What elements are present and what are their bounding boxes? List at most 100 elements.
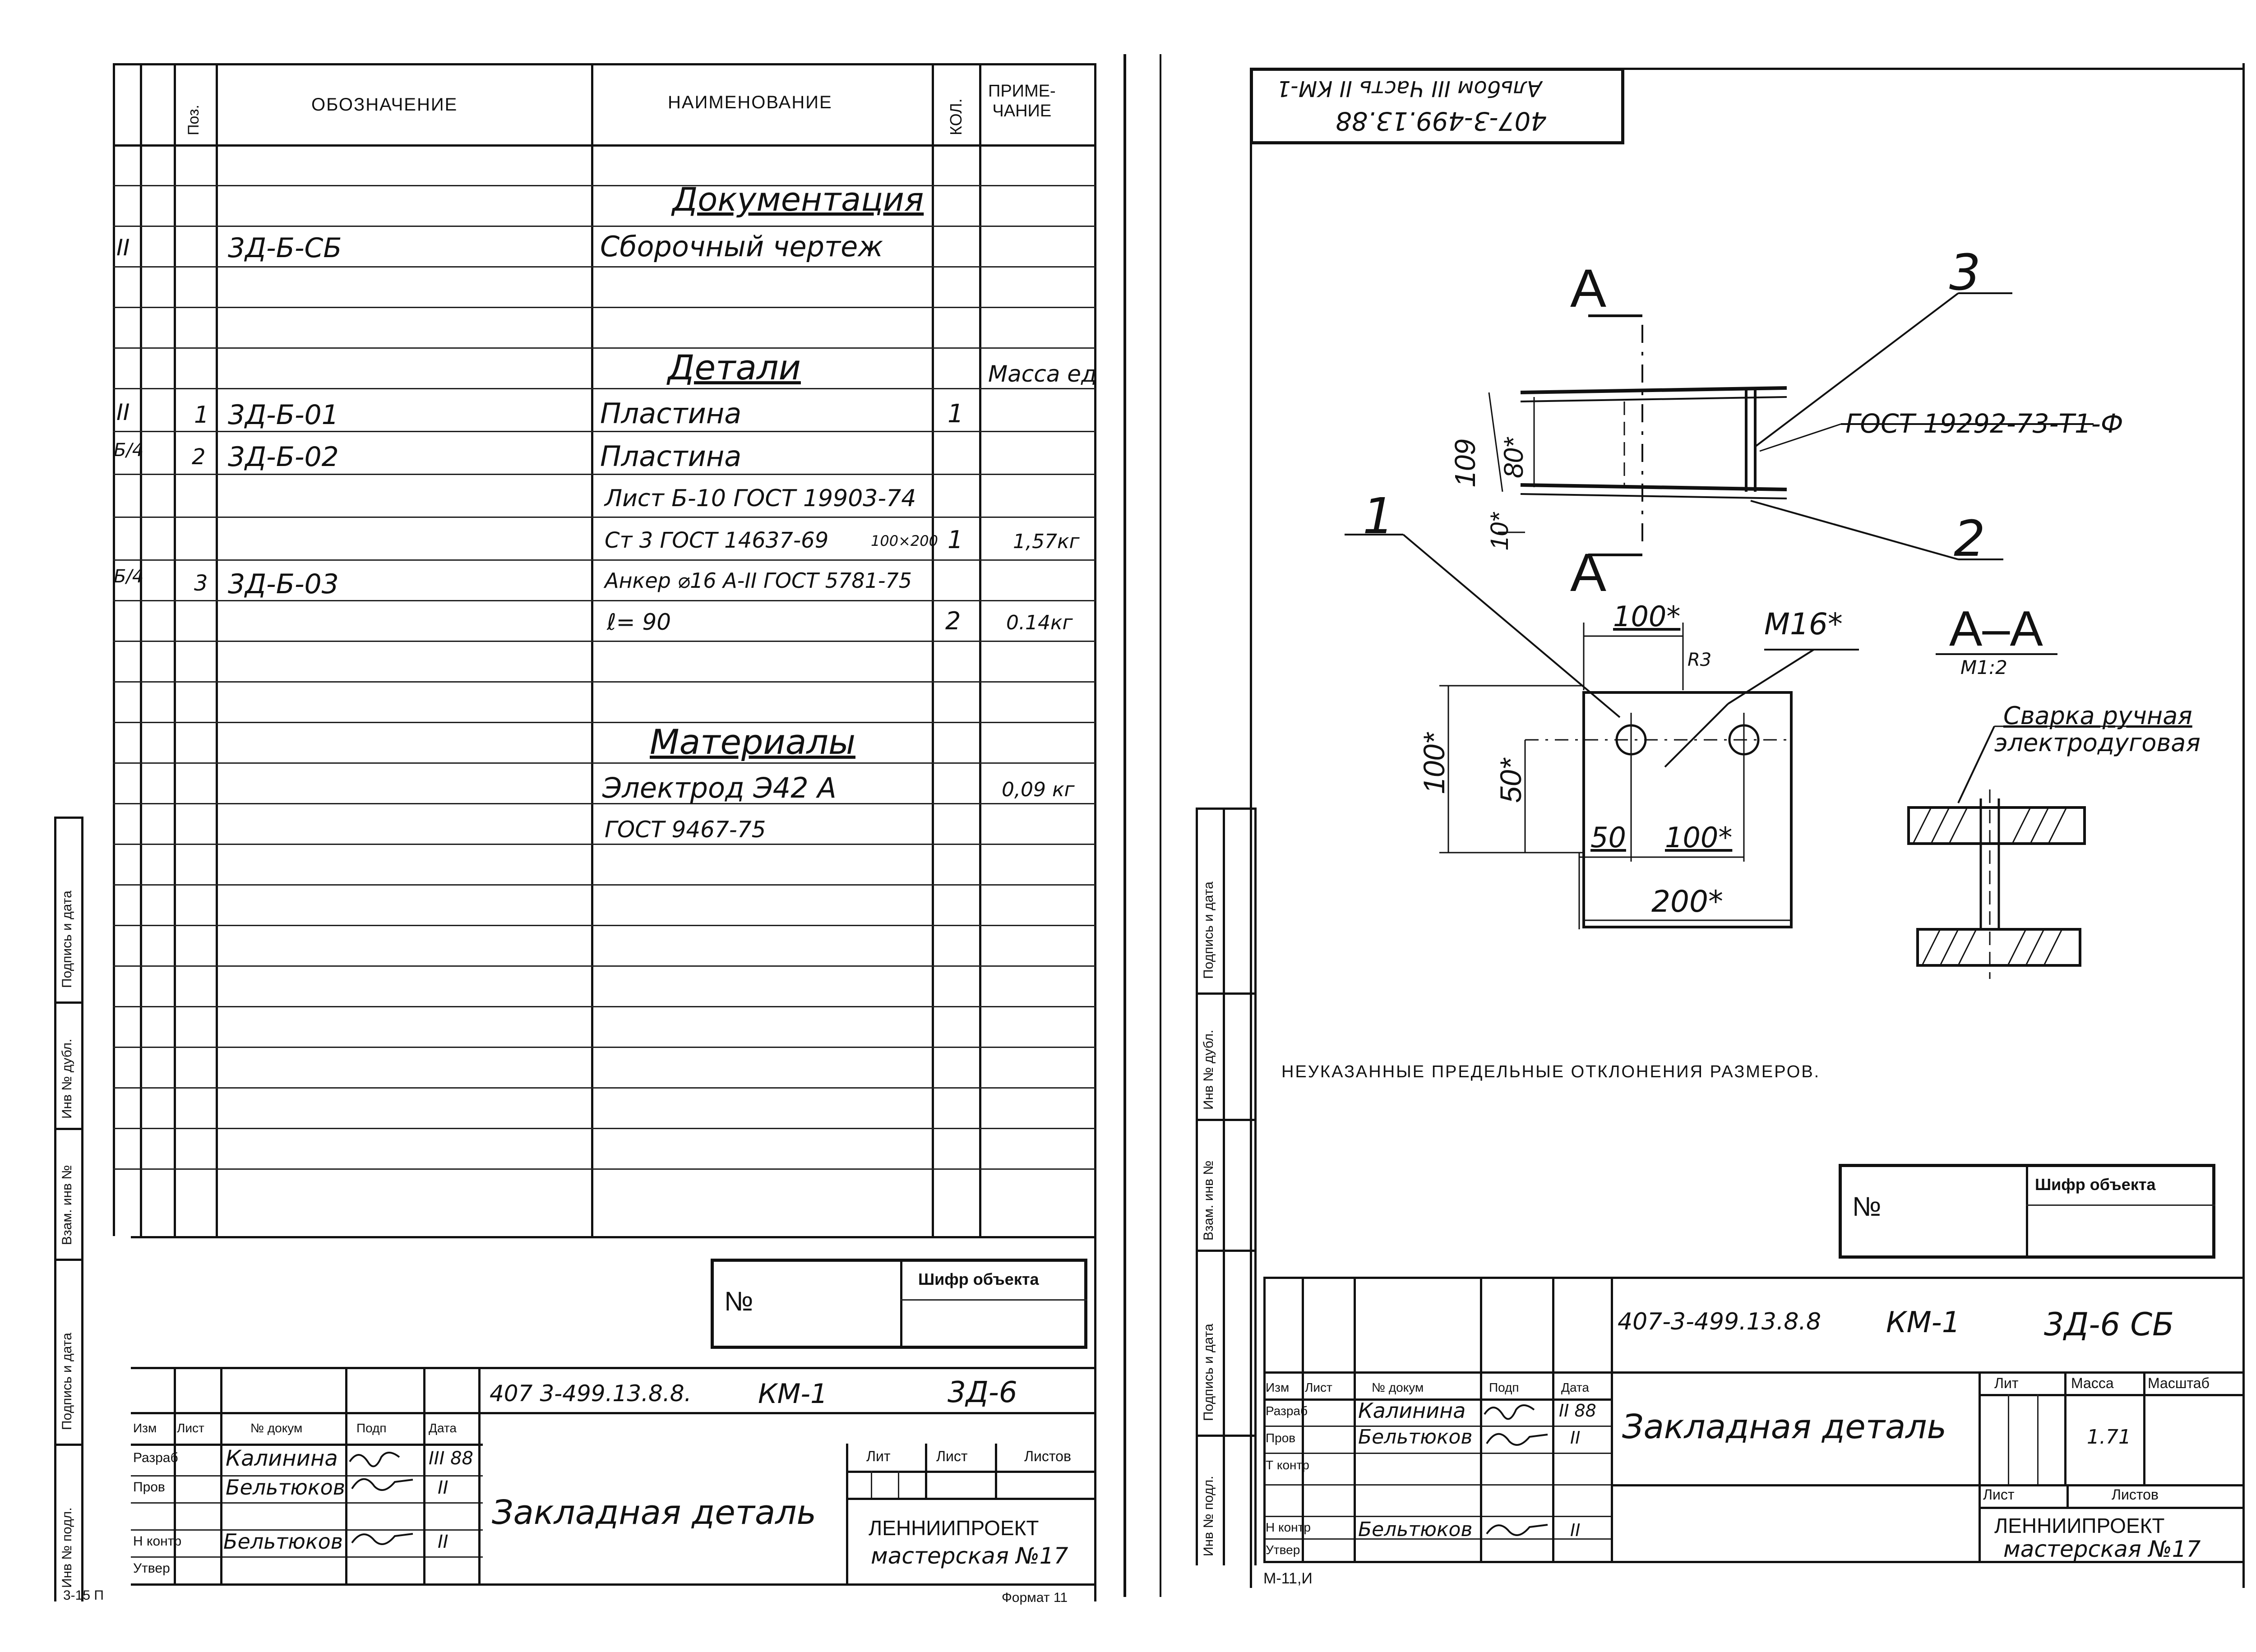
r3-designation: 3Д-Б-03 <box>228 568 339 600</box>
left-tb-lit: Лит <box>866 1448 891 1464</box>
r3-line2: ℓ= 90 <box>607 609 671 635</box>
sheet-divider <box>1123 54 1126 1597</box>
dim-100-bottom-label: 100* <box>1665 821 1733 854</box>
left-tb-role-utv: Утвер <box>133 1561 170 1576</box>
table-col-line <box>591 63 593 1236</box>
header-oboznachenie: ОБОЗНАЧЕНИЕ <box>311 95 458 115</box>
dim-r3-label: R3 <box>1687 650 1712 670</box>
section-a-bottom-label: А <box>1570 542 1607 603</box>
header-primechanie: ПРИМЕ- ЧАНИЕ <box>988 82 1056 120</box>
section-aa-scale: М1:2 <box>1960 656 2007 678</box>
r2-line3: Ст 3 ГОСТ 14637-69 <box>605 528 829 553</box>
r1-name: Пластина <box>600 397 742 430</box>
plate-view <box>1439 623 1859 929</box>
left-tb-org: ЛЕННИИПРОЕКТ <box>869 1516 1039 1540</box>
dim-200-label: 200* <box>1651 884 1723 919</box>
right-tb-name-3: Бельтюков <box>1358 1518 1473 1541</box>
left-tb-name-2: Бельтюков <box>226 1475 345 1500</box>
r2-designation: 3Д-Б-02 <box>228 441 339 473</box>
right-tb-date-3: II <box>1570 1520 1581 1540</box>
r1-designation: 3Д-Б-01 <box>228 399 339 431</box>
m1-mass: 0,09 кг <box>1002 778 1075 801</box>
left-tb-list: Лист <box>936 1448 968 1464</box>
table-col-line <box>174 63 176 1236</box>
m1-name: Электрод Э42 А <box>602 771 837 804</box>
side-view <box>1345 292 2094 718</box>
right-side-label-2: Инв № дубл. <box>1201 1029 1216 1110</box>
r3-name: Анкер ⌀16 А-II ГОСТ 5781-75 <box>605 568 912 593</box>
table-col-line <box>140 63 142 1236</box>
sheet-divider <box>1160 54 1161 1597</box>
weld-note-1: Сварка ручная <box>2003 701 2192 730</box>
section-documentation: Документация <box>672 180 924 218</box>
right-tb-role-razrab: Разраб <box>1266 1404 1308 1418</box>
table-header-line <box>113 144 1096 147</box>
right-side-label-5: Инв № подл. <box>1201 1476 1216 1556</box>
left-number-box <box>711 1259 1087 1349</box>
right-tb-title: Закладная деталь <box>1622 1407 1947 1446</box>
r2-line3-mass: 1,57кг <box>1013 530 1080 553</box>
left-tb-name-1: Калинина <box>226 1446 338 1471</box>
left-tb-date-2: II <box>438 1477 448 1498</box>
r2-line3-size: 100×200 <box>871 532 938 549</box>
r3-qty: 2 <box>945 607 961 635</box>
position-1-label: 1 <box>1363 487 1394 545</box>
r2-name: Пластина <box>600 440 742 473</box>
right-number-label: № <box>1852 1191 1882 1222</box>
doc-designation: 3Д-Б-СБ <box>228 232 342 264</box>
left-tb-col-izm: Изм <box>133 1421 157 1435</box>
right-tb-section: КМ-1 <box>1886 1306 1960 1339</box>
right-tb-col-doc: № докум <box>1372 1380 1424 1394</box>
right-tb-code: 407-3-499.13.8.8 <box>1618 1308 1821 1335</box>
position-2-label: 2 <box>1954 510 1985 568</box>
right-side-label-3: Взам. инв № <box>1201 1160 1216 1241</box>
r3-pos: 3 <box>194 571 208 596</box>
left-tb-col-doc: № докум <box>250 1421 303 1435</box>
left-tb-col-sign: Подп <box>356 1421 387 1435</box>
dim-50-bottom-label: 50 <box>1590 821 1626 854</box>
r2-line2: Лист Б-10 ГОСТ 19903-74 <box>605 485 916 512</box>
table-left-border <box>113 63 115 1236</box>
right-tb-date-1: II 88 <box>1559 1401 1596 1421</box>
section-a-top-label: А <box>1570 258 1607 318</box>
left-tb-drawing: 3Д-6 <box>948 1376 1017 1409</box>
position-3-label: 3 <box>1949 244 1981 301</box>
right-tb-listov: Листов <box>2112 1486 2159 1503</box>
weld-note-2: электродуговая <box>1994 729 2201 757</box>
table-col-line <box>932 63 934 1236</box>
section-aa-label: А–А <box>1949 601 2043 656</box>
left-footer-code: 3-15 П <box>63 1588 104 1603</box>
section-aa-view <box>1907 653 2188 979</box>
right-footer-code: М-11,И <box>1263 1570 1313 1587</box>
left-footer-format: Формат 11 <box>1002 1590 1068 1605</box>
right-tb-drawing: 3Д-6 СБ <box>2044 1306 2174 1343</box>
r2-pos: 2 <box>192 444 206 470</box>
left-tb-col-date: Дата <box>429 1421 457 1435</box>
right-side-label-1: Подпись и дата <box>1201 881 1216 979</box>
right-tb-date-2: II <box>1570 1428 1581 1448</box>
left-tb-title: Закладная деталь <box>492 1493 817 1532</box>
right-tb-role-nkontr: Н контр <box>1266 1520 1311 1534</box>
right-tb-masshtab: Масштаб <box>2148 1375 2210 1391</box>
table-col-line <box>216 63 218 1236</box>
right-tb-list: Лист <box>1983 1486 2015 1503</box>
table-top-border <box>113 63 1096 65</box>
r3-mass: 0.14кг <box>1006 611 1073 634</box>
left-tb-code: 407 3-499.13.8.8. <box>490 1380 692 1407</box>
r1-pos: 1 <box>194 401 209 429</box>
m2-name: ГОСТ 9467-75 <box>605 817 766 843</box>
right-cipher-label: Шифр объекта <box>2035 1175 2156 1194</box>
margin-mark: II <box>116 399 130 425</box>
right-tb-col-izm: Изм <box>1266 1380 1290 1394</box>
right-stamp-box <box>1250 68 1624 144</box>
right-tb-role-prov: Пров <box>1266 1431 1296 1445</box>
right-tb-role-utv: Утвер <box>1266 1543 1300 1557</box>
right-tb-name-2: Бельтюков <box>1358 1426 1473 1449</box>
left-number-label: № <box>724 1286 754 1316</box>
table-col-line <box>979 63 981 1236</box>
right-tb-lit: Лит <box>1994 1375 2019 1391</box>
right-tb-name-1: Калинина <box>1358 1398 1466 1423</box>
right-tb-role-tkontr: Т контр <box>1266 1458 1309 1472</box>
